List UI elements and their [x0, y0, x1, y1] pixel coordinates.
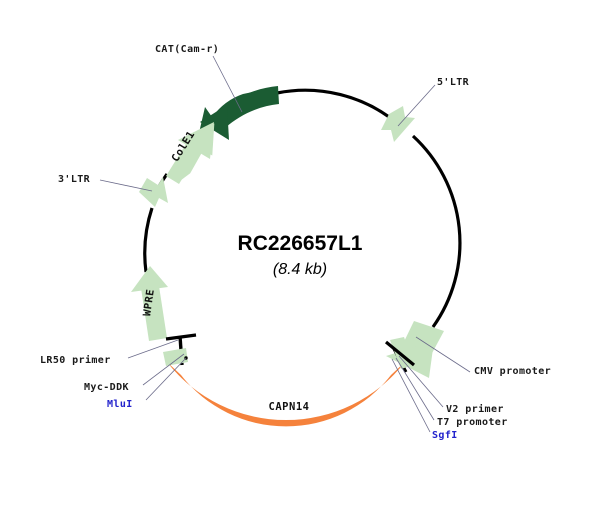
annotation-lr50-primer: LR50 primer: [40, 354, 111, 366]
plasmid-title: RC226657L1: [238, 232, 363, 255]
annotation-mlui: MluI: [107, 399, 133, 410]
backbone-arc-right: [411, 134, 462, 328]
leader-v2-primer: [398, 355, 444, 408]
annotation-t7-promoter: T7 promoter: [437, 417, 508, 428]
leader-myc-ddk: [142, 353, 185, 386]
tick-right-bar: [384, 340, 416, 367]
feature-cole1[interactable]: ColE1: [166, 122, 215, 184]
tick-left-stub: [163, 348, 188, 366]
feature-capn14-band: [167, 362, 405, 427]
feature-wpre[interactable]: WPRE: [131, 266, 168, 341]
leader-lr50-primer: [127, 339, 179, 359]
backbone-arc-top: [276, 88, 399, 125]
annotation-cat-cam-r: CAT(Cam-r): [155, 44, 219, 55]
backbone-arc-left-lower: [143, 207, 154, 273]
restriction-site-ticks: [163, 333, 416, 373]
annotation-labels: CAT(Cam-r) 5'LTR 3'LTR LR50 primer Myc-D…: [40, 44, 551, 441]
plasmid-backbone: [143, 88, 462, 328]
feature-3-ltr[interactable]: [139, 177, 168, 207]
leader-cat-cam-r: [212, 55, 243, 113]
annotation-cmv-promoter: CMV promoter: [474, 366, 551, 377]
annotation-sgfi: SgfI: [432, 430, 458, 441]
leader-3-ltr: [99, 179, 153, 192]
feature-capn14-label: CAPN14: [269, 401, 310, 413]
feature-cole1-head: [178, 122, 214, 159]
annotation-5-ltr: 5'LTR: [437, 77, 470, 88]
feature-cole1-shaft: [166, 144, 199, 184]
feature-wpre-shaft: [141, 286, 167, 341]
leader-mlui: [145, 357, 187, 401]
leader-cmv-promoter: [415, 336, 471, 373]
feature-3-ltr-shape: [139, 177, 168, 207]
leader-sgfi: [391, 358, 431, 433]
feature-cat-cam-r[interactable]: [199, 86, 279, 140]
feature-capn14[interactable]: CAPN14: [167, 362, 405, 427]
annotation-myc-ddk: Myc-DDK: [84, 382, 129, 393]
feature-cat-cam-r-arc: [215, 86, 279, 129]
feature-wpre-label: WPRE: [141, 288, 157, 317]
annotation-v2-primer: V2 primer: [446, 403, 504, 415]
feature-wpre-head: [131, 266, 168, 292]
leader-t7-promoter: [395, 357, 435, 421]
plasmid-center-info: RC226657L1 (8.4 kb): [238, 232, 363, 278]
leader-lines: [99, 55, 471, 433]
leader-5-ltr: [397, 84, 436, 127]
tick-left-bar: [165, 333, 197, 341]
feature-cat-cam-r-head: [200, 105, 229, 140]
feature-5-ltr[interactable]: [381, 106, 415, 142]
plasmid-size: (8.4 kb): [273, 261, 327, 278]
annotation-3-ltr: 3'LTR: [58, 174, 91, 185]
feature-5-ltr-shape: [381, 106, 415, 142]
